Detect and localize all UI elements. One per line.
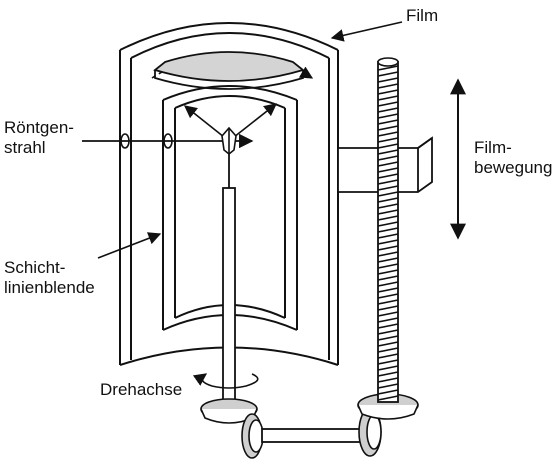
- leader-schicht: [97, 232, 162, 259]
- label-schichtlinienblende: Schicht- linienblende: [4, 258, 95, 297]
- rotation-arrow-icon: [192, 373, 259, 389]
- leader-film: [330, 21, 403, 42]
- film-cylinder: [119, 22, 339, 366]
- label-filmbewegung: Film- bewegung: [474, 138, 553, 177]
- label-film: Film: [406, 6, 439, 25]
- label-roentgenstrahl: Röntgen- strahl: [4, 118, 74, 157]
- drive-shaft: [261, 428, 363, 443]
- label-leaders: [97, 21, 403, 259]
- rotation-axis-rod: [222, 154, 236, 409]
- film-plate: [153, 51, 305, 90]
- bevel-gear-left: [200, 398, 264, 459]
- label-drehachse: Drehachse: [100, 380, 183, 399]
- lead-screw: [377, 57, 399, 403]
- layer-line-screen: [162, 85, 298, 331]
- crystal-icon: [221, 126, 237, 156]
- bevel-gear-right: [357, 393, 419, 457]
